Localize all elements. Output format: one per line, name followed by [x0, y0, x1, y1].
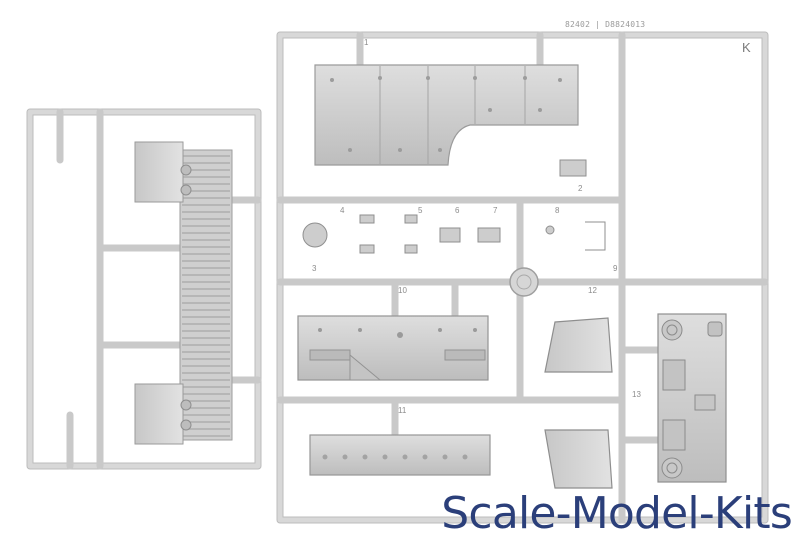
small-parts-group	[302, 159, 606, 254]
part-number-label: 10	[398, 286, 407, 295]
bracket-parts	[544, 317, 613, 489]
sprue-code-label: 82402 | D8824013	[565, 20, 646, 29]
part-number-label: 3	[312, 264, 317, 273]
hull-top-panel-part	[314, 64, 579, 166]
sprue-letter-label: K	[742, 40, 751, 55]
part-number-label: 5	[418, 206, 423, 215]
right-sprue-frame	[276, 31, 769, 524]
part-number-label: 7	[493, 206, 498, 215]
part-number-label: 1	[364, 38, 369, 47]
part-number-label: 2	[578, 184, 583, 193]
part-number-label: 8	[555, 206, 560, 215]
part-number-label: 4	[340, 206, 345, 215]
radiator-grille-part	[134, 141, 233, 445]
hull-bottom-panel-part	[309, 434, 491, 476]
part-number-label: 11	[398, 406, 407, 415]
hull-side-panel-part	[297, 315, 489, 381]
part-number-label: 12	[588, 286, 597, 295]
part-number-label: 6	[455, 206, 460, 215]
sprue-gate-disc	[509, 267, 539, 297]
watermark-text: Scale-Model-Kits	[441, 488, 793, 539]
part-number-label: 13	[632, 390, 641, 399]
engine-deck-part	[657, 313, 727, 483]
part-number-label: 9	[613, 264, 618, 273]
